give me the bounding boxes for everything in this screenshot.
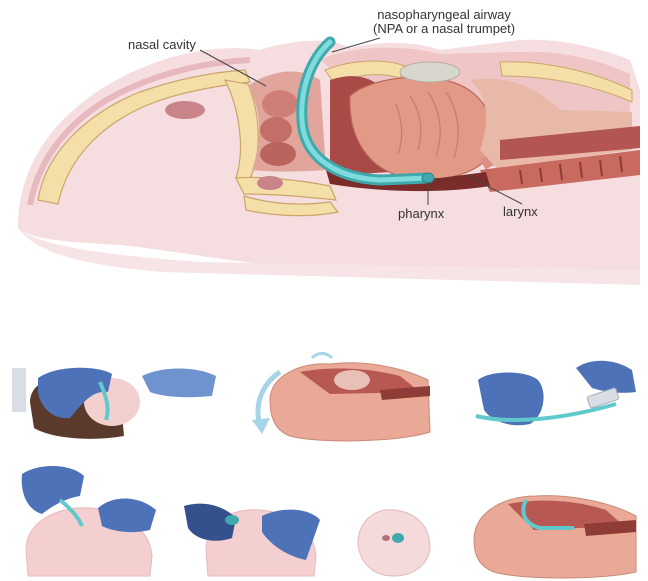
ruler-stripes — [12, 368, 26, 412]
head-section-2-tongue — [334, 370, 370, 390]
npa-flange-step5 — [225, 515, 239, 525]
step-6-panel — [358, 510, 430, 576]
gloved-hand-step4-left — [22, 466, 84, 514]
tilt-arrow-top — [312, 354, 332, 359]
npa-tip — [422, 173, 434, 183]
lower-sinus — [257, 176, 283, 190]
label-npa-line2: (NPA or a nasal trumpet) — [373, 22, 515, 36]
tilt-arrowhead — [252, 418, 270, 434]
gloved-hand-step4-right — [98, 498, 156, 532]
step-2-panel — [252, 354, 430, 441]
label-larynx: larynx — [503, 205, 538, 219]
turbinate-middle — [260, 117, 292, 143]
gloved-fingers-step3 — [576, 361, 636, 393]
face-step6 — [358, 510, 430, 576]
nostril-left — [382, 535, 390, 541]
gloved-hand-right — [142, 369, 216, 398]
head-cross-section — [18, 38, 640, 285]
label-npa-line1: nasopharyngeal airway — [373, 8, 515, 22]
label-nasopharyngeal-airway: nasopharyngeal airway (NPA or a nasal tr… — [373, 8, 515, 36]
soft-palate — [400, 62, 460, 82]
turbinate-upper — [262, 90, 298, 118]
label-pharynx: pharynx — [398, 207, 444, 221]
step-3-panel — [476, 361, 636, 426]
npa-flange-step6 — [392, 533, 404, 543]
step-5-panel — [184, 504, 320, 576]
frontal-sinus — [165, 101, 205, 119]
step-7-panel — [474, 496, 636, 578]
step-1-panel — [12, 368, 216, 439]
label-nasal-cavity: nasal cavity — [128, 38, 196, 52]
step-4-panel — [22, 466, 156, 576]
turbinate-lower — [260, 142, 296, 166]
